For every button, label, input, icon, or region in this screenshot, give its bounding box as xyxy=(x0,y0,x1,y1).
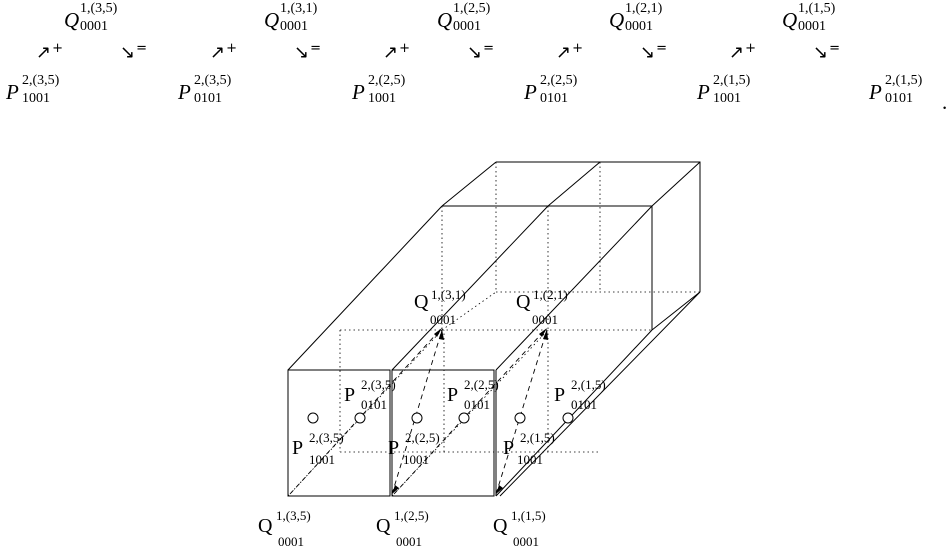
depth-edge-top-far xyxy=(441,161,497,207)
arrowhead-3 xyxy=(539,328,547,337)
down-arrow-5: ↘= xyxy=(813,41,840,63)
depth-edge-right-top xyxy=(495,205,653,371)
depth-edge-mid xyxy=(391,205,549,371)
down-arrow-2: ↘= xyxy=(294,41,321,63)
hidden-edge-6 xyxy=(441,291,497,331)
svg-text:Q: Q xyxy=(258,515,273,537)
node-circle-4 xyxy=(458,412,470,424)
node-circle-5 xyxy=(514,412,526,424)
svg-text:1,(3,1): 1,(3,1) xyxy=(431,287,466,302)
svg-text:1001: 1001 xyxy=(517,452,543,467)
depth-edge-right-far xyxy=(651,161,701,207)
sequence-period: . xyxy=(942,90,948,114)
svg-text:0101: 0101 xyxy=(361,397,387,412)
up-arrow-4: ↗+ xyxy=(556,41,583,63)
up-arrow-5: ↗+ xyxy=(729,41,756,63)
arrowhead-6 xyxy=(496,485,503,494)
arrowhead-1 xyxy=(434,328,442,337)
bottom-right-slant-2 xyxy=(499,291,701,497)
front-face-middle xyxy=(391,369,495,497)
svg-text:0001: 0001 xyxy=(396,534,422,549)
depth-edge-top-left xyxy=(287,205,443,371)
q-label-1: Q 1,(3,5) 0001 xyxy=(64,1,118,34)
up-arrow-3: ↗+ xyxy=(383,41,410,63)
svg-text:2,(2,5): 2,(2,5) xyxy=(405,430,440,445)
svg-text:P: P xyxy=(554,384,565,406)
svg-text:Q: Q xyxy=(493,515,508,537)
dashed-arrow-1 xyxy=(289,329,441,495)
svg-text:P: P xyxy=(388,437,399,459)
front-face-left xyxy=(287,369,391,497)
p-label-5: P 2,(1,5) 1001 xyxy=(697,73,751,106)
svg-text:Q: Q xyxy=(516,291,531,313)
svg-text:Q: Q xyxy=(414,291,429,313)
p-label-3: P 2,(2,5) 1001 xyxy=(352,73,406,106)
svg-text:1,(3,5): 1,(3,5) xyxy=(276,508,311,523)
svg-text:1001: 1001 xyxy=(309,452,335,467)
arrowhead-4 xyxy=(543,329,548,340)
arrowhead-2 xyxy=(439,329,444,340)
p-label-6: P 2,(1,5) 0101 xyxy=(869,73,923,106)
svg-text:1,(1,5): 1,(1,5) xyxy=(511,508,546,523)
svg-text:P: P xyxy=(447,384,458,406)
figure-label-q21: Q 1,(2,1) 0001 xyxy=(516,287,568,327)
hidden-edge-12 xyxy=(391,329,549,497)
svg-text:0001: 0001 xyxy=(513,534,539,549)
down-arrow-3: ↘= xyxy=(467,41,494,63)
svg-text:0001: 0001 xyxy=(278,534,304,549)
depth-edge-mid-far xyxy=(547,161,601,207)
figure-label-p15-0101: P 2,(1,5) 0101 xyxy=(554,377,606,412)
svg-text:1,(2,5): 1,(2,5) xyxy=(394,508,429,523)
figure-label-q15-bottom: Q 1,(1,5) 0001 xyxy=(493,508,546,549)
hidden-edge-1 xyxy=(287,329,443,497)
node-circle-6 xyxy=(562,412,574,424)
node-circle-1 xyxy=(307,412,319,424)
svg-text:0001: 0001 xyxy=(430,312,456,327)
svg-text:P: P xyxy=(292,437,303,459)
q-label-3: Q 1,(2,5) 0001 xyxy=(437,1,491,34)
svg-text:P: P xyxy=(503,437,514,459)
figure-label-q35-bottom: Q 1,(3,5) 0001 xyxy=(258,508,311,549)
figure-label-p25-1001: P 2,(2,5) 1001 xyxy=(388,430,440,467)
far-back-top-edge xyxy=(496,161,701,292)
svg-text:Q: Q xyxy=(376,515,391,537)
figure-label-p35-1001: P 2,(3,5) 1001 xyxy=(292,430,344,467)
svg-text:2,(3,5): 2,(3,5) xyxy=(361,377,396,392)
q-label-4: Q 1,(2,1) 0001 xyxy=(609,1,663,34)
dashed-arrow-4 xyxy=(495,329,548,495)
svg-text:2,(1,5): 2,(1,5) xyxy=(571,377,606,392)
p-label-1: P 2,(3,5) 1001 xyxy=(6,73,60,106)
figure-label-p25-0101: P 2,(2,5) 0101 xyxy=(447,377,499,412)
p-label-2: P 2,(3,5) 0101 xyxy=(178,73,232,106)
node-circle-2 xyxy=(354,412,366,424)
svg-text:1001: 1001 xyxy=(403,452,429,467)
node-circle-3 xyxy=(411,412,423,424)
up-arrow-1: ↗+ xyxy=(36,41,63,63)
p-label-4: P 2,(2,5) 0101 xyxy=(524,73,578,106)
q-label-5: Q 1,(1,5) 0001 xyxy=(782,1,836,34)
svg-text:2,(2,5): 2,(2,5) xyxy=(464,377,499,392)
svg-text:1,(2,1): 1,(2,1) xyxy=(533,287,568,302)
dashed-arrow-2 xyxy=(391,329,443,495)
svg-text:2,(1,5): 2,(1,5) xyxy=(520,430,555,445)
svg-text:0101: 0101 xyxy=(571,397,597,412)
q-label-2: Q 1,(3,1) 0001 xyxy=(264,1,318,34)
svg-text:2,(3,5): 2,(3,5) xyxy=(309,430,344,445)
figure-label-p35-0101: P 2,(3,5) 0101 xyxy=(344,377,396,412)
down-arrow-1: ↘= xyxy=(120,41,147,63)
bottom-right-slant xyxy=(495,329,653,497)
right-slant-edge xyxy=(651,291,701,331)
dashed-arrow-3 xyxy=(393,329,546,495)
figure-label-p15-1001: P 2,(1,5) 1001 xyxy=(503,430,555,467)
arrowhead-5 xyxy=(392,485,399,494)
svg-text:P: P xyxy=(344,384,355,406)
svg-text:0101: 0101 xyxy=(464,397,490,412)
figure-label-q25-bottom: Q 1,(2,5) 0001 xyxy=(376,508,429,549)
svg-text:0001: 0001 xyxy=(532,312,558,327)
up-arrow-2: ↗+ xyxy=(210,41,237,63)
down-arrow-4: ↘= xyxy=(640,41,667,63)
figure-label-q31: Q 1,(3,1) 0001 xyxy=(414,287,466,327)
